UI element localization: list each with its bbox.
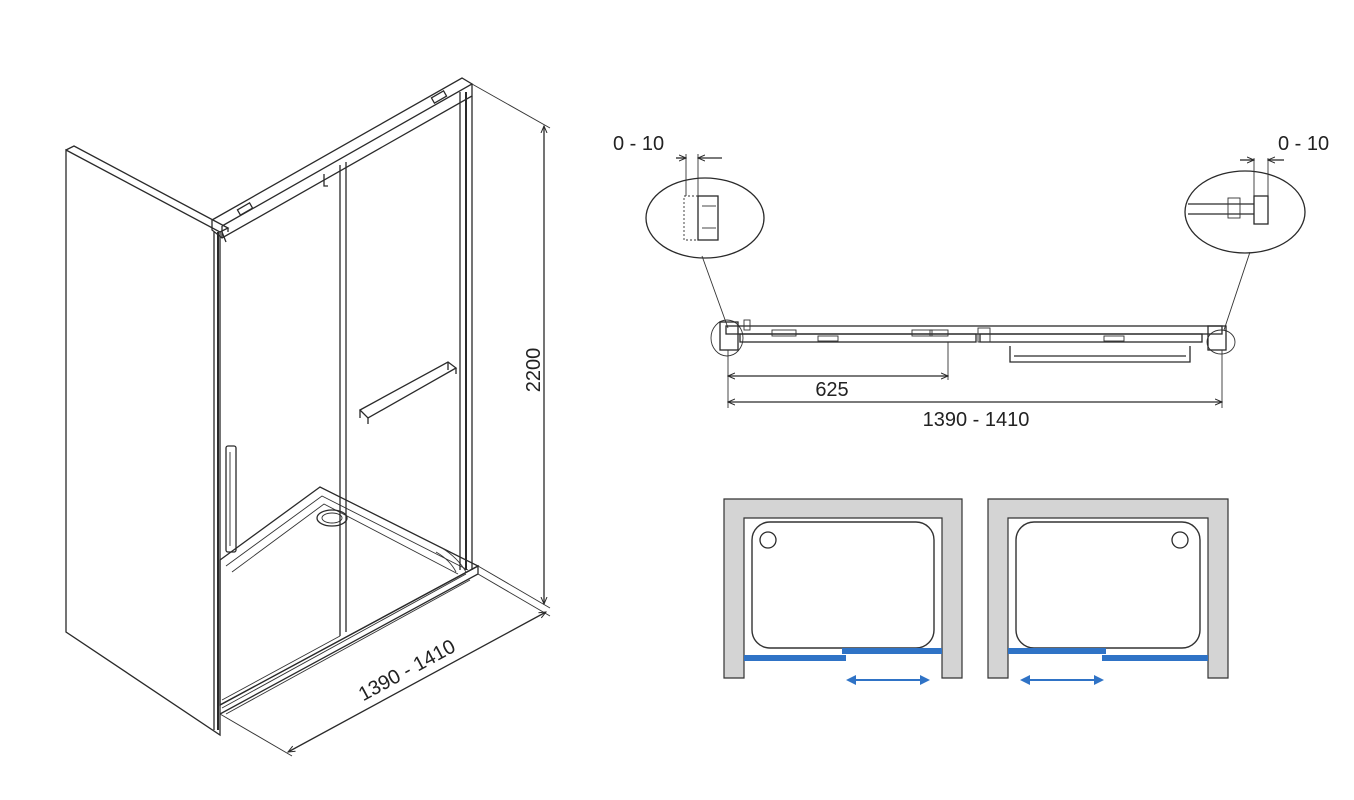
width-dimension-iso: 1390 - 1410 bbox=[219, 573, 551, 757]
door-width-dimension: 625 bbox=[728, 342, 948, 408]
variant-right-opening bbox=[987, 498, 1229, 685]
total-width-label: 1390 - 1410 bbox=[923, 409, 1030, 431]
drain-icon bbox=[759, 531, 777, 549]
gap-left-label: 0 - 10 bbox=[613, 133, 664, 155]
glass-panel-sliding bbox=[842, 648, 942, 654]
sliding-door-front bbox=[221, 162, 471, 715]
side-wall bbox=[65, 145, 230, 737]
detail-right: 0 - 10 bbox=[1184, 133, 1329, 331]
door-width-label: 625 bbox=[815, 379, 848, 401]
door-frame bbox=[211, 77, 474, 730]
glass-panel-fixed bbox=[744, 655, 846, 661]
glass-panel-sliding bbox=[1008, 648, 1106, 654]
height-dimension: 2200 bbox=[471, 83, 551, 609]
total-width-dimension: 1390 - 1410 bbox=[728, 350, 1222, 431]
glass-panel-fixed bbox=[1102, 655, 1208, 661]
plan-view: 0 - 10 0 - 10 bbox=[613, 133, 1329, 431]
height-label: 2200 bbox=[523, 348, 545, 393]
door-handle-left bbox=[225, 445, 237, 553]
plan-profile bbox=[710, 319, 1236, 363]
width-iso-label: 1390 - 1410 bbox=[355, 636, 459, 706]
drain-icon bbox=[316, 509, 348, 527]
gap-right-label: 0 - 10 bbox=[1278, 133, 1329, 155]
isometric-view: 2200 1390 - 1410 bbox=[65, 77, 551, 757]
detail-left: 0 - 10 bbox=[613, 133, 765, 329]
door-handle-right bbox=[358, 361, 458, 424]
variant-left-opening bbox=[723, 498, 963, 685]
drain-icon bbox=[1171, 531, 1189, 549]
